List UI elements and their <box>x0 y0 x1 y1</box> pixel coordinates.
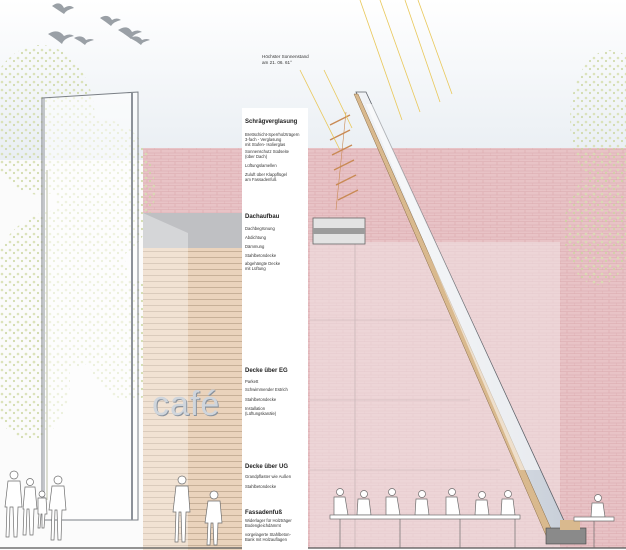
person-icon <box>22 478 38 536</box>
legend-item: Grandpflaster wie Außen <box>245 474 292 479</box>
cafe-sign: café <box>152 385 221 423</box>
legend-item: Sonnenschutz Südseite (über Dach) <box>245 149 289 159</box>
legend-item: Zuluft über Klappflügel am Fassadenfuß <box>245 172 287 182</box>
legend-item: Lüftungslamellen <box>245 163 277 168</box>
legend-item: Abdichtung <box>245 235 266 240</box>
person-icon <box>48 475 67 541</box>
legend-item: abgehängte Decke mit Lüftung <box>245 261 281 271</box>
legend-item: Brettschicht-Sperrholzträgern 3-fach - V… <box>245 132 300 147</box>
legend-item: Widerlager für Holzträger Bodengleichdäm… <box>245 518 292 528</box>
person-icon <box>172 475 191 543</box>
legend-item: Installation (Lüftungskanäle) <box>245 406 277 416</box>
legend-item: Dachbegrünung <box>245 226 275 231</box>
sun-angle-label: Höchster Sonnenstand am 21. 06. 61° <box>262 54 312 66</box>
section-title-decke-eg: Decke über EG <box>245 368 288 374</box>
section-title-fassadenfuss: Fassadenfuß <box>245 510 283 516</box>
section-title-decke-ug: Decke über UG <box>245 464 289 470</box>
section-title-dachaufbau: Dachaufbau <box>245 214 280 220</box>
legend-item: vorgelagerte Stahlbeton- Bank mit Holzau… <box>245 532 291 542</box>
legend-item: Dämmung <box>245 244 265 249</box>
glazing-shadow <box>366 104 540 470</box>
person-icon <box>204 490 223 546</box>
sun-label-line: am 21. 06. 61° <box>262 60 292 65</box>
child-icon <box>37 490 48 529</box>
interior-wall <box>310 242 560 548</box>
tree-right <box>564 50 626 285</box>
legend-item: Stahlbetondecke <box>245 397 277 402</box>
legend-item: Stahlbetondecke <box>245 253 277 258</box>
facade-foot <box>545 527 587 545</box>
legend-item: Stahlbetondecke <box>245 484 277 489</box>
legend-panel: Schrägverglasung Brettschicht-Sperrholzt… <box>242 108 308 550</box>
glass-tower <box>41 91 139 521</box>
cafe-facade-top <box>143 213 243 248</box>
legend-item: Parkett <box>245 379 259 384</box>
legend-item: Schwimmender Estrich <box>245 387 288 392</box>
cafe-facade-slats <box>143 248 243 550</box>
people-silhouettes <box>4 470 615 548</box>
sun-angle-rays <box>299 0 453 151</box>
sun-label-line: Höchster Sonnenstand <box>262 54 309 59</box>
birds-icon <box>48 3 150 45</box>
section-title-schraegverglasung: Schrägverglasung <box>245 119 298 125</box>
cafe-guests-icon <box>329 488 615 548</box>
person-icon <box>4 470 23 538</box>
sun-louvres <box>329 111 359 211</box>
